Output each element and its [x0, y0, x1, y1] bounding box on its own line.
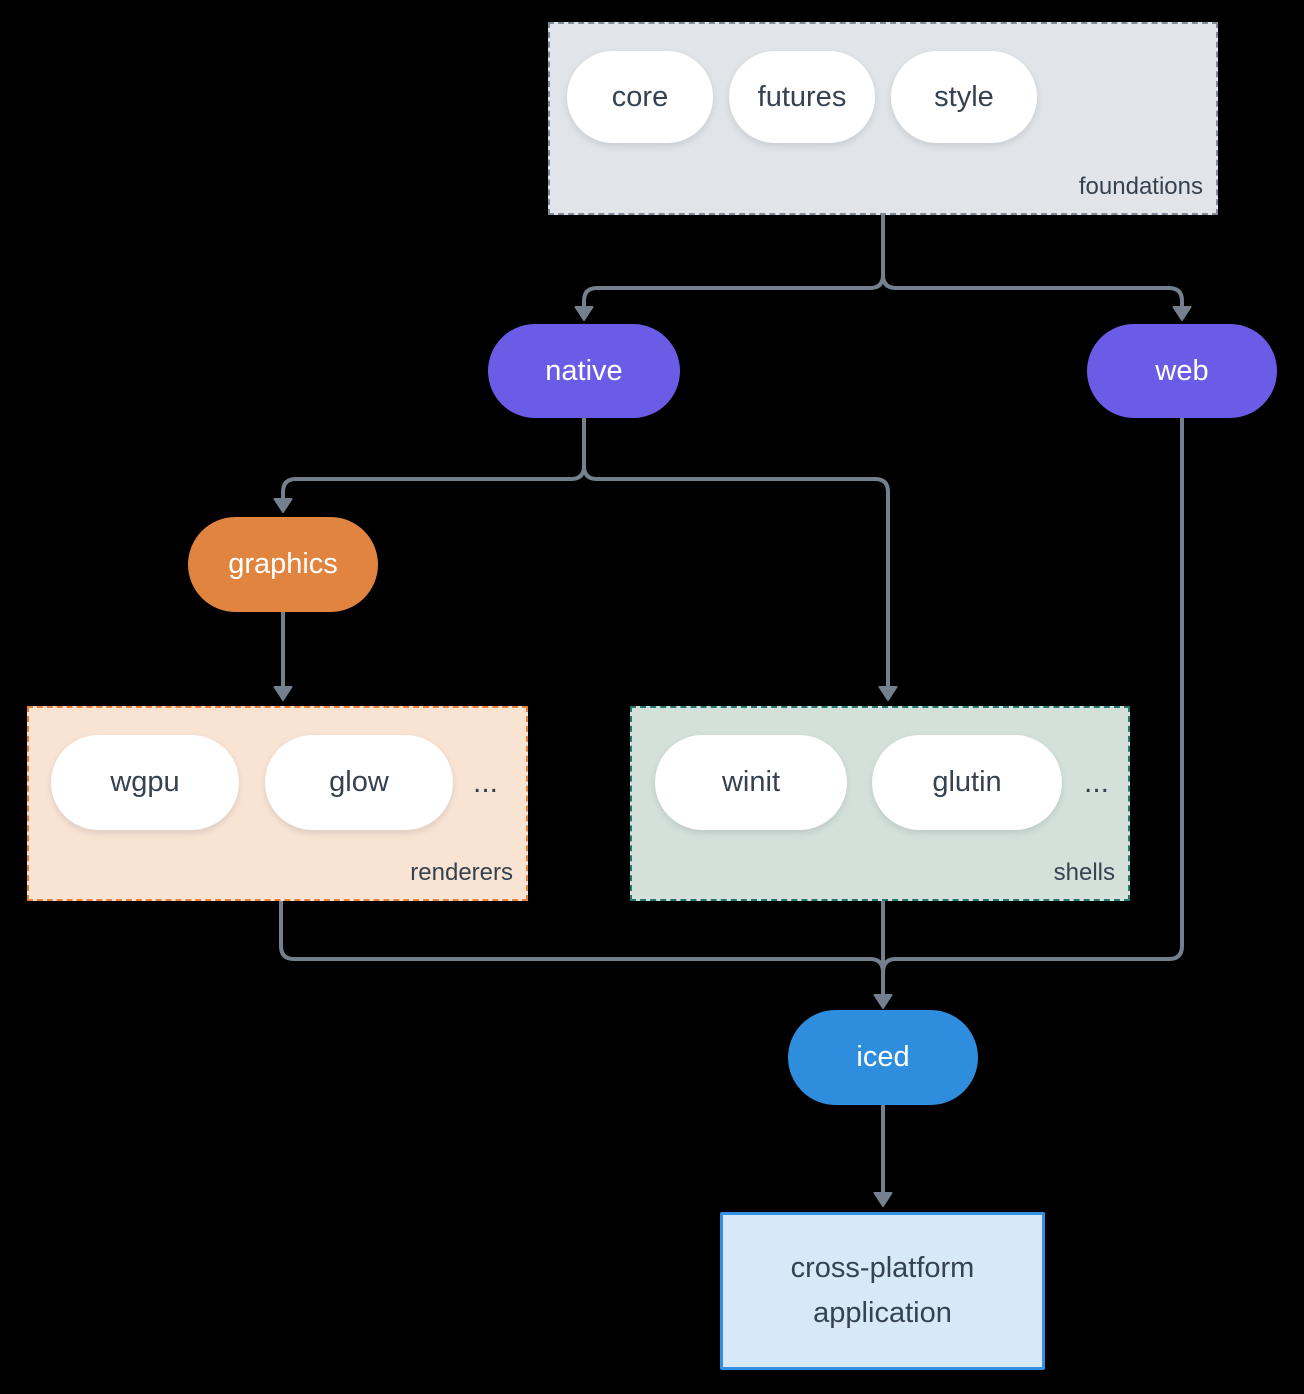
renderers-ellipsis: ... [473, 766, 499, 799]
node-cross-platform-application: cross-platform application [720, 1212, 1045, 1370]
node-glow: glow [265, 735, 453, 830]
shells-group: winit glutin ... shells [630, 706, 1130, 901]
renderers-group: wgpu glow ... renderers [27, 706, 528, 901]
node-native: native [488, 324, 680, 418]
node-futures: futures [729, 51, 875, 143]
node-graphics: graphics [188, 517, 378, 612]
arrow-native-to-shells [582, 465, 890, 687]
node-core: core [567, 51, 713, 143]
node-glutin-label: glutin [932, 766, 1002, 798]
node-graphics-label: graphics [228, 548, 338, 580]
shells-ellipsis: ... [1084, 766, 1110, 799]
arrow-foundations-to-web [881, 274, 1184, 307]
arrow-renderers-to-iced [279, 901, 885, 973]
node-glow-label: glow [329, 766, 389, 798]
node-web-label: web [1155, 354, 1209, 387]
renderers-label: renderers [410, 859, 513, 886]
foundations-group: core futures style foundations [548, 22, 1218, 215]
arrowhead-iced [873, 994, 893, 1009]
node-wgpu-label: wgpu [110, 766, 180, 798]
arrowhead-renderers [273, 686, 293, 701]
node-native-label: native [545, 354, 623, 387]
node-style-label: style [934, 80, 994, 113]
application-label-line2: application [813, 1297, 952, 1329]
application-label-line1: cross-platform [790, 1252, 975, 1284]
shells-label: shells [1053, 859, 1115, 886]
arrowhead-application [873, 1192, 893, 1207]
node-winit: winit [655, 735, 847, 830]
node-winit-label: winit [721, 766, 780, 798]
node-core-label: core [611, 80, 669, 113]
node-futures-label: futures [757, 80, 847, 113]
arrowhead-shells [878, 686, 898, 701]
node-style: style [891, 51, 1037, 143]
arrowhead-graphics [273, 498, 293, 513]
node-wgpu: wgpu [51, 735, 239, 830]
arrowhead-native [574, 306, 594, 321]
arrowhead-web [1172, 306, 1192, 321]
arrow-foundations-to-native [582, 215, 885, 307]
node-web: web [1087, 324, 1277, 418]
node-iced-label: iced [856, 1041, 910, 1073]
node-glutin: glutin [872, 735, 1062, 830]
arrow-native-to-graphics [281, 418, 586, 499]
node-iced: iced [788, 1010, 978, 1105]
foundations-label: foundations [1078, 173, 1203, 200]
